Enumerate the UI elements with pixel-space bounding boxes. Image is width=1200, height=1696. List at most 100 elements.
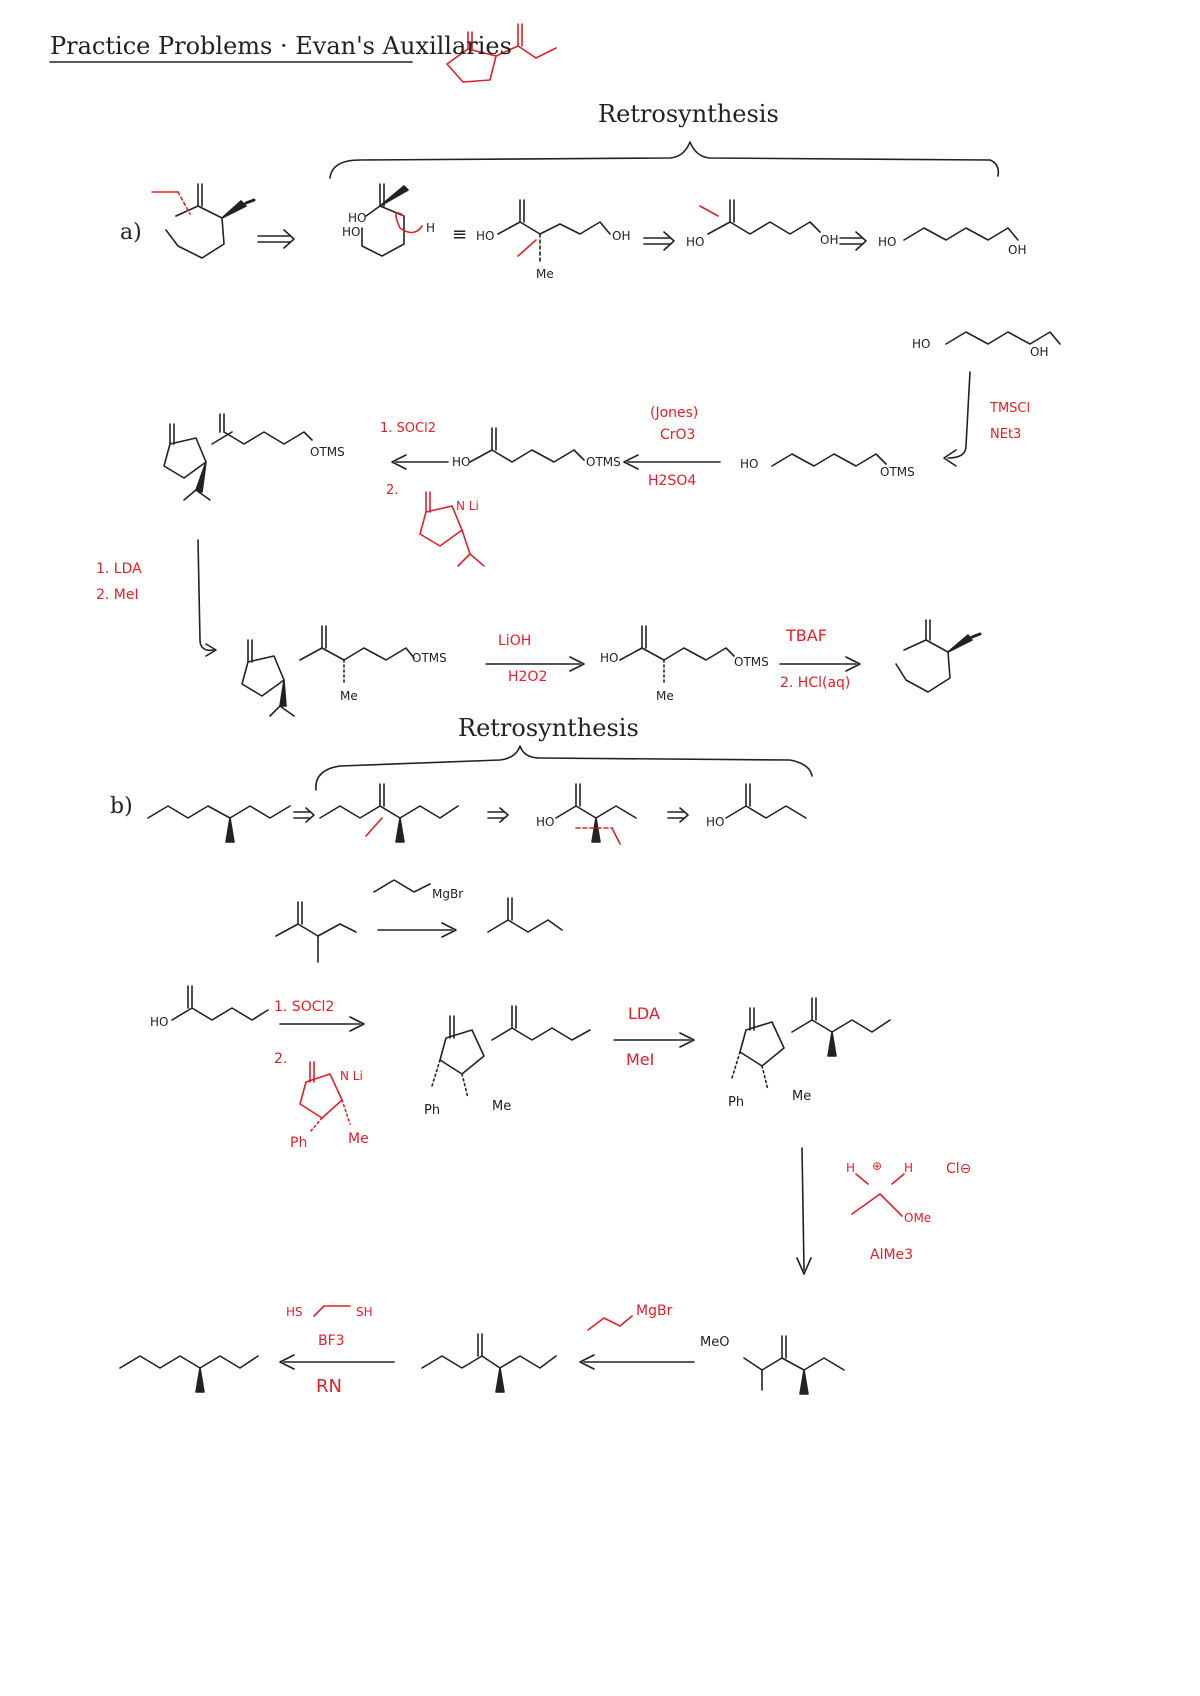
label-alk-me-b: Me [792,1089,812,1104]
salt-h-right: H [904,1161,914,1175]
arrow-tbaf [779,656,861,672]
ketone-b [421,1333,557,1393]
arrow-socl2-b [279,1016,365,1032]
label-ho-4: HO [686,235,705,249]
reagent-tmscl: TMSCl [990,401,1031,416]
alkylated-acid-a [619,625,735,685]
propyl-grignard-red [587,1315,633,1331]
tms-acid [469,427,585,463]
pentanoic-acid-retro [725,783,807,819]
reagent-tbaf: TBAF [786,626,827,645]
ketone-retro-b [319,783,459,843]
reagent-step2-a: 2. [386,483,399,498]
arrow-lioh [485,656,585,672]
label-meo: MeO [700,1335,730,1350]
retro-arrow-a2 [643,231,675,251]
retro-brace-a [329,141,1000,179]
hexanediol-retro [903,227,1019,241]
label-acid2-me: Me [656,689,674,703]
ethanedithiol-red [313,1305,351,1317]
problem-b-label: b) [110,794,133,819]
arrow-socl2-a [391,454,449,470]
reagent-nli-a: N Li [456,499,479,513]
label-mono-otms: OTMS [880,465,915,479]
label-imide-ph: Ph [424,1103,441,1118]
label-ho-3: HO [476,229,495,243]
reagent-lda-b: LDA [628,1004,660,1023]
label-h: H [426,221,436,235]
retro-arrow-a3 [839,231,867,251]
hexanediol-start [945,331,1061,345]
label-mono-ho: HO [740,457,759,471]
retro-arrow-b2 [487,807,509,823]
arrow-lda-b [613,1032,695,1048]
hydroxy-acid-open [497,199,611,263]
reagent-lda-a: 1. LDA [96,561,142,577]
oxazolidinone-li-reagent-a [419,491,485,567]
label-start-oh: OH [1030,345,1049,359]
label-oh-1: OH [612,229,631,243]
reagent-mgbr-red: MgBr [636,1303,673,1319]
pentanoic-acid-start [171,985,269,1021]
reagent-jones: (Jones) [650,405,699,421]
reagent-almes: AlMe3 [870,1247,914,1263]
lactone-product-a [895,619,982,693]
label-ho-1: HO [348,211,367,225]
reagent-me: Me [348,1131,369,1147]
weinreb-amide-demo [275,879,563,963]
label-b-ho-2: HO [706,815,725,829]
label-oh-2: OH [820,233,839,247]
weinreb-amide-b [743,1335,845,1395]
arrow-weinreb-formation [796,1147,812,1275]
alkylated-imide-b [731,997,891,1091]
label-alk-me: Me [340,689,358,703]
reagent-h2o2: H2O2 [508,669,548,685]
reagent-ph: Ph [290,1135,308,1151]
reagent-lioh: LiOH [498,633,532,649]
retro-heading-a: Retrosynthesis [598,100,779,128]
retro-heading-b: Retrosynthesis [458,714,639,742]
label-b-acid-ho: HO [150,1015,169,1029]
retro-arrow-a1 [257,229,295,249]
arrow-jones [623,454,721,470]
reagent-rn: RN [316,1376,342,1397]
salt-h-left: H [846,1161,856,1175]
arrow-lda-mei-a [197,539,217,657]
label-me-1: Me [536,267,554,281]
salt-plus: ⊕ [872,1159,883,1173]
reagent-h2so4: H2SO4 [648,473,697,489]
reagent-bf3: BF3 [318,1333,345,1349]
acid-retro-b [555,783,637,845]
hydroxy-acid-cyclic [361,183,423,257]
weinreb-salt-reagent [851,1173,905,1217]
arrow-thioketal [279,1354,395,1370]
reagent-mei-a: 2. MeI [96,587,139,603]
target-alkane-b [147,805,291,843]
reagent-net3: NEt3 [990,427,1022,442]
label-ho-2: HO [342,225,361,239]
label-demo-mgbr: MgBr [432,887,464,901]
reagent-hs: HS [286,1305,303,1319]
reagent-socl2-b: 1. SOCl2 [274,999,335,1015]
hydroxy-acid-linear [699,199,821,235]
arrow-grignard [579,1354,695,1370]
label-imide-otms: OTMS [310,445,345,459]
label-acid-ho: HO [452,455,471,469]
acyl-oxazolidinone-a [163,413,313,501]
label-ho-5: HO [878,235,897,249]
title-oxazolidinone [446,23,557,83]
label-b-ho-1: HO [536,815,555,829]
retro-brace-b [315,745,813,791]
reagent-socl2-a: 1. SOCl2 [380,421,436,436]
label-start-ho: HO [912,337,931,351]
label-acid-otms: OTMS [586,455,621,469]
lactone-target-a [151,183,256,259]
label-oh-3: OH [1008,243,1027,257]
reagent-sh: SH [356,1305,373,1319]
arrow-tmscl [943,371,971,467]
reagent-nli-b: N Li [340,1069,363,1083]
product-alkane-b [119,1355,259,1393]
retro-arrow-b1 [293,807,315,823]
reagent-step2-b: 2. [274,1051,288,1067]
